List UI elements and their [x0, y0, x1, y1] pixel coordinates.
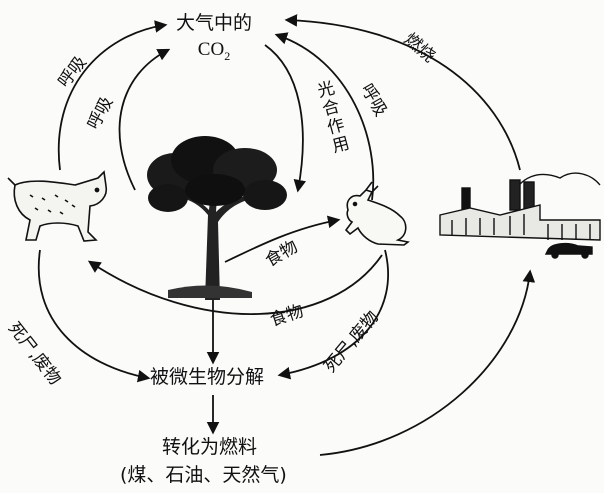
co2-title: 大气中的 [175, 12, 252, 34]
arrow-photosynthesis [264, 44, 307, 193]
factory-illustration [439, 172, 601, 259]
tree-illustration [147, 136, 287, 300]
arrow-fuel-factory [319, 269, 536, 456]
co2-formula: CO2 [174, 39, 254, 64]
co2-formula-sub: 2 [224, 48, 231, 63]
arrow-food-rabbit [224, 215, 341, 263]
lynx-illustration [7, 170, 108, 242]
arrow-food-lynx [87, 254, 383, 315]
node-fuel-examples: (煤、石油、天然气) [120, 464, 287, 486]
node-decomposers: 被微生物分解 [150, 366, 265, 388]
rabbit-illustration [344, 181, 410, 246]
node-atmospheric-co2: 大气中的 CO2 [174, 8, 254, 64]
arrow-rabbit-respiration [274, 32, 375, 201]
arrow-lynx-respiration [57, 20, 168, 171]
node-fuel-title: 转化为燃料 [162, 436, 258, 458]
arrow-tree-respiration [118, 48, 171, 191]
co2-formula-base: CO [197, 39, 225, 60]
arrow-burning [284, 14, 521, 171]
arrow-death-left [37, 249, 151, 383]
arrow-death-right [277, 249, 390, 380]
